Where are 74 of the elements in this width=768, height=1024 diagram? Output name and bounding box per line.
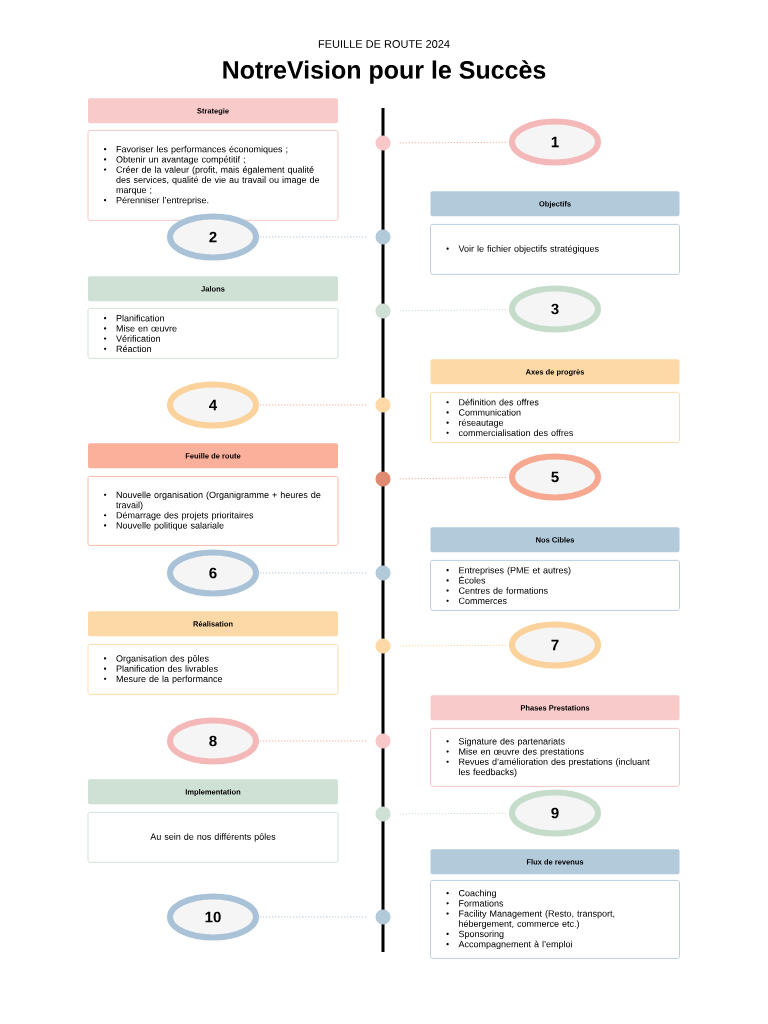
dotted-connector	[259, 916, 367, 918]
dotted-connector	[259, 740, 367, 742]
timeline-dot	[375, 638, 391, 654]
list-item: Créer de la valeur (profit, mais également qualité des services, qualité de vie au travail ou image de marque ;	[104, 166, 320, 195]
list-item: Accompagnement à l’emploi	[446, 940, 572, 950]
list-item: Nouvelle organisation (Organigramme + heures de travail)	[104, 491, 321, 510]
list-item: Mise en œuvre	[104, 325, 177, 332]
list-item: Obtenir un avantage compétitif ;	[104, 155, 245, 165]
list-item: commercialisation des offres	[446, 429, 574, 437]
dotted-connector	[399, 812, 509, 815]
list-item: Entreprises (PME et autres)	[446, 566, 571, 576]
timeline-dot	[375, 397, 391, 413]
timeline-dot	[375, 909, 391, 925]
list-box	[430, 224, 680, 275]
list-item: Communication	[446, 409, 521, 416]
dotted-connector	[259, 236, 367, 238]
number-badge: 4	[167, 381, 259, 429]
list-item: Facility Management (Resto, transport, hébergement, commerce etc.)	[446, 910, 615, 929]
list-item: Coaching	[446, 889, 496, 899]
dotted-connector	[259, 572, 367, 574]
list-box	[430, 728, 680, 787]
list-item: Vérification	[104, 335, 160, 342]
number-badge: 8	[167, 717, 259, 765]
list-box	[87, 130, 339, 221]
list-item: Définition des offres	[446, 398, 539, 406]
list-box	[87, 308, 339, 359]
list-item: Démarrage des projets prioritaires	[104, 511, 254, 521]
timeline-dot	[375, 303, 391, 319]
list-box	[430, 392, 680, 443]
list-box	[87, 644, 339, 695]
list-item: Organisation des pôles	[104, 655, 209, 664]
dotted-connector	[399, 141, 509, 144]
timeline-dot	[375, 471, 391, 487]
list-box	[430, 560, 680, 611]
list-item: Pérenniser l’entreprise.	[104, 196, 209, 206]
number-badge: 5	[509, 453, 601, 501]
dotted-connector	[399, 309, 509, 312]
subtitle: FEUILLE DE ROUTE 2024	[318, 40, 450, 48]
list-box	[87, 812, 339, 863]
title: NotreVision pour le Succès	[223, 60, 546, 84]
timeline-dot	[375, 806, 391, 822]
list-item: Favoriser les performances économiques ;	[104, 145, 288, 155]
timeline-dot	[375, 229, 391, 245]
list-item: Planification des livrables	[104, 665, 218, 672]
list-item: Revues d’amélioration des prestations (incluant les feedbacks)	[446, 758, 650, 777]
list-item: Réaction	[104, 345, 151, 352]
number-badge: 2	[167, 213, 259, 261]
body-text: Au sein de nos différents pôles	[150, 833, 276, 842]
list-item: Centres de formations	[446, 587, 548, 594]
timeline-dot	[375, 135, 391, 151]
list-item: Mesure de la performance	[104, 675, 223, 684]
list-item: Nouvelle politique salariale	[104, 522, 224, 531]
number-badge: 9	[509, 789, 601, 837]
list-item: Mise en œuvre des prestations	[446, 748, 584, 757]
list-item: Planification	[104, 314, 164, 322]
list-item: réseautage	[446, 419, 504, 428]
number-badge: 6	[167, 549, 259, 597]
number-badge: 3	[509, 285, 601, 333]
dotted-connector	[399, 644, 509, 647]
list-box	[430, 880, 680, 959]
list-item: Voir le fichier objectifs stratégiques	[446, 245, 599, 254]
number-badge: 1	[509, 118, 601, 166]
list-box	[87, 476, 339, 546]
list-item: Écoles	[446, 575, 486, 584]
timeline-dot	[375, 565, 391, 581]
number-badge: 10	[167, 893, 259, 941]
list-item: Commerces	[446, 597, 507, 604]
list-item: Formations	[446, 899, 504, 907]
list-item: Signature des partenariats	[446, 737, 565, 747]
number-badge: 7	[509, 621, 601, 669]
dotted-connector	[259, 404, 367, 406]
list-item: Sponsoring	[446, 930, 504, 939]
dotted-connector	[399, 477, 509, 480]
timeline-dot	[375, 733, 391, 749]
